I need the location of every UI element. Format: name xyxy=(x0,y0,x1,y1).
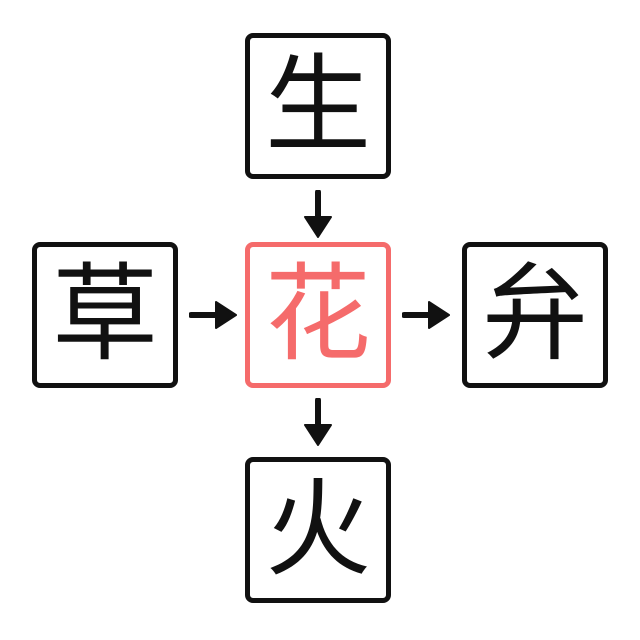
kanji-char-right: 弁 xyxy=(482,253,588,376)
arrow-down-icon xyxy=(300,190,336,238)
kanji-char-left: 草 xyxy=(52,253,158,376)
kanji-char-center: 花 xyxy=(265,253,371,376)
kanji-char-top: 生 xyxy=(265,44,371,167)
kanji-box-top: 生 xyxy=(245,33,391,179)
kanji-box-center: 花 xyxy=(245,242,391,388)
arrow-right-icon xyxy=(402,297,450,333)
kanji-char-bottom: 火 xyxy=(265,468,371,591)
kanji-box-left: 草 xyxy=(32,242,178,388)
arrow-right-icon xyxy=(189,297,237,333)
arrow-down-icon xyxy=(300,398,336,446)
kanji-box-bottom: 火 xyxy=(245,457,391,603)
kanji-box-right: 弁 xyxy=(462,242,608,388)
